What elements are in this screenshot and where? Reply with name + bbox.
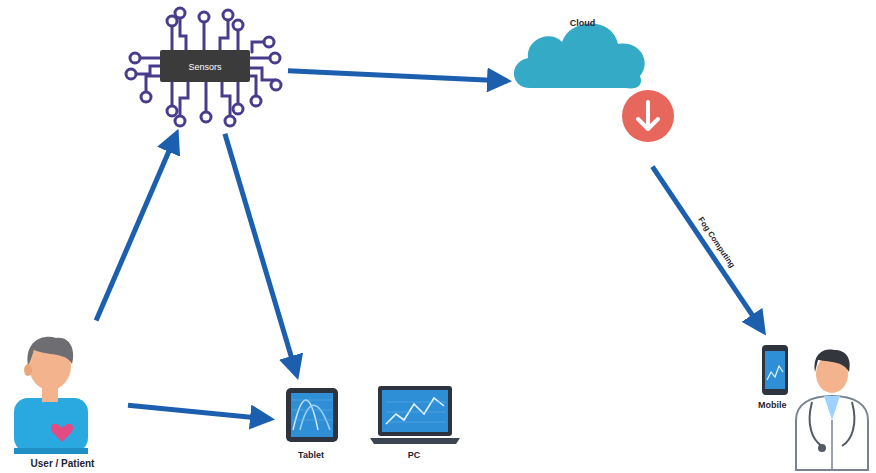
node-label: Sensors — [182, 60, 227, 74]
tablet-icon — [286, 388, 338, 442]
cloud-node: Cloud — [515, 10, 680, 160]
chip-traces — [136, 18, 276, 116]
chip-body — [160, 50, 250, 82]
edge-label: Fog Computing — [696, 214, 739, 271]
flow-arrow — [96, 133, 176, 320]
download-badge — [622, 90, 674, 142]
flow-arrow — [225, 134, 297, 376]
patient-figure — [14, 337, 88, 454]
flow-arrow — [652, 167, 763, 332]
phone-icon — [762, 345, 788, 395]
pc-node: PC — [366, 383, 462, 463]
node-label: Tablet — [298, 450, 324, 460]
mobile-node: Mobile — [752, 338, 872, 470]
node-label: User / Patient — [31, 458, 95, 469]
sensor-chip: Sensors — [130, 8, 280, 126]
flow-arrow — [128, 405, 270, 419]
flow-arrow — [288, 71, 507, 81]
node-label: Cloud — [570, 18, 596, 28]
laptop-icon — [370, 386, 460, 444]
chip-pads — [126, 8, 281, 126]
cloud-shape — [514, 24, 645, 89]
node-label: PC — [408, 450, 421, 460]
node-label: Mobile — [758, 400, 787, 410]
doctor-figure — [796, 350, 868, 470]
download-arrow — [638, 102, 658, 129]
patient-node: User / Patient — [5, 328, 120, 470]
tablet-node: Tablet — [278, 383, 344, 463]
